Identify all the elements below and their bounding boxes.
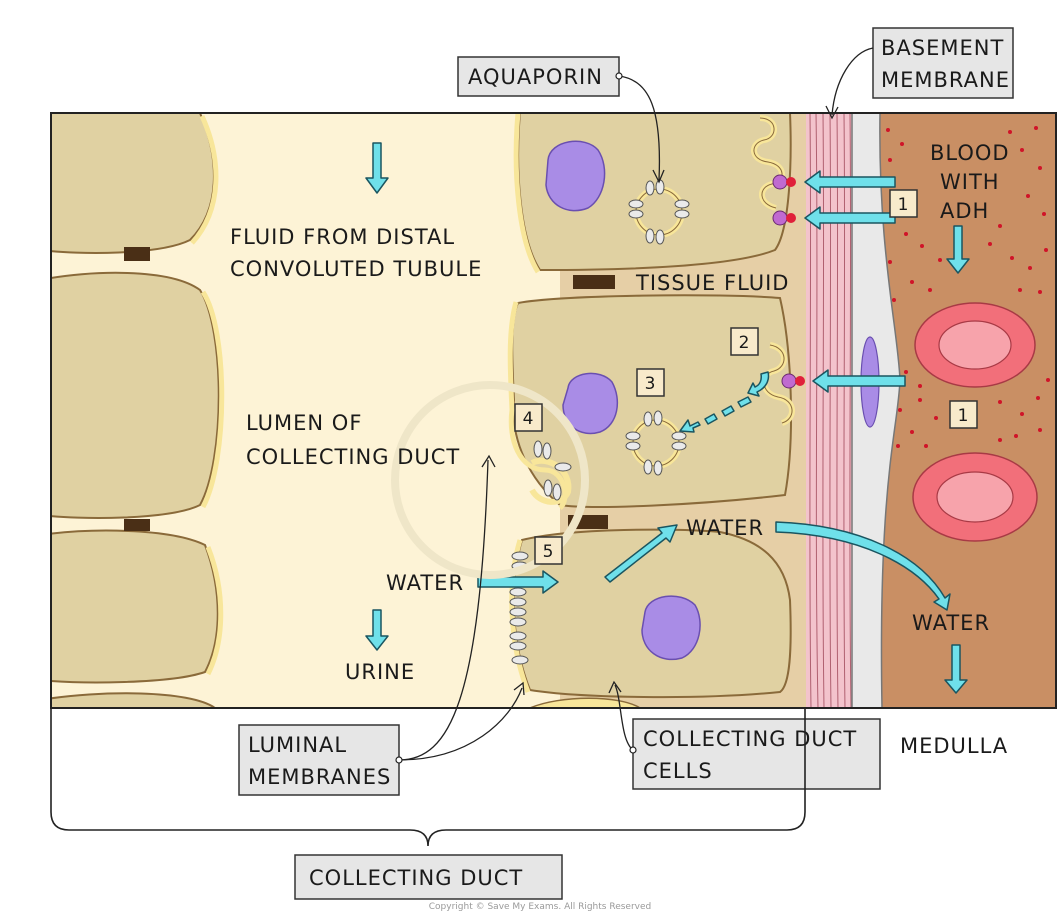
collecting-duct-brace <box>50 708 806 847</box>
lumen-label-line1: LUMEN OF <box>246 411 362 435</box>
tight-junction <box>124 247 150 261</box>
adh-receptors <box>772 174 805 389</box>
watermark-logo <box>391 381 589 579</box>
svg-text:COLLECTING DUCT: COLLECTING DUCT <box>643 727 857 751</box>
aquaporin-callout: AQUAPORIN <box>457 56 620 97</box>
nucleus <box>641 595 701 661</box>
collecting-duct-cells-callout: COLLECTING DUCT CELLS <box>632 718 881 790</box>
blood-label-line1: BLOOD <box>930 141 1010 165</box>
luminal-membranes-callout: LUMINAL MEMBRANES <box>238 724 400 796</box>
tissue-fluid-label: TISSUE FLUID <box>635 271 789 295</box>
blood-label-line2: WITH <box>940 170 1000 194</box>
svg-text:MEMBRANES: MEMBRANES <box>248 765 391 789</box>
red-blood-cell <box>912 452 1038 542</box>
water-label-middle: WATER <box>686 516 764 540</box>
nucleus <box>545 140 606 212</box>
svg-text:4: 4 <box>523 409 534 429</box>
fluid-label-line1: FLUID FROM DISTAL <box>230 225 455 249</box>
svg-text:1: 1 <box>958 406 969 426</box>
flow-arrows <box>365 142 970 694</box>
lumen-label-line2: COLLECTING DUCT <box>246 445 460 469</box>
svg-text:3: 3 <box>645 374 656 394</box>
step-box-2: 2 <box>730 327 759 356</box>
urine-label: URINE <box>345 660 415 684</box>
adh-molecules <box>886 126 1050 448</box>
left-wall-cells <box>51 113 220 708</box>
collecting-duct-callout: COLLECTING DUCT <box>294 854 563 900</box>
svg-text:LUMINAL: LUMINAL <box>248 733 347 757</box>
leader-lines <box>398 47 874 761</box>
blood-label-line3: ADH <box>940 199 989 223</box>
medulla-label: MEDULLA <box>900 734 1008 758</box>
step-box-3: 3 <box>636 368 665 397</box>
aquaporins-inserting <box>533 440 572 501</box>
step-box-1b: 1 <box>949 400 978 429</box>
svg-text:BASEMENT: BASEMENT <box>881 36 1004 60</box>
basement-membrane-callout: BASEMENT MEMBRANE <box>872 27 1014 99</box>
step-box-1a: 1 <box>889 189 918 218</box>
red-blood-cell <box>914 302 1036 388</box>
water-label-left: WATER <box>386 571 464 595</box>
basement-membrane-fibres <box>809 113 852 708</box>
copyright-text: Copyright © Save My Exams. All Rights Re… <box>429 902 651 912</box>
step-box-4: 4 <box>514 403 543 432</box>
svg-text:CELLS: CELLS <box>643 759 713 783</box>
step-box-5: 5 <box>534 536 563 565</box>
tight-junction <box>573 275 615 289</box>
tight-junction <box>124 519 150 531</box>
water-label-right: WATER <box>912 611 990 635</box>
aquaporin-vesicle-top <box>628 179 690 245</box>
fluid-label-line2: CONVOLUTED TUBULE <box>230 257 482 281</box>
svg-text:5: 5 <box>543 542 554 562</box>
svg-text:COLLECTING DUCT: COLLECTING DUCT <box>309 866 523 890</box>
svg-text:2: 2 <box>739 333 750 353</box>
svg-text:1: 1 <box>898 195 909 215</box>
left-luminal-membrane <box>190 114 225 676</box>
diagram-frame <box>50 112 1057 709</box>
svg-text:AQUAPORIN: AQUAPORIN <box>468 65 603 89</box>
svg-text:MEMBRANE: MEMBRANE <box>881 68 1010 92</box>
aquaporin-vesicle-middle <box>625 410 687 476</box>
